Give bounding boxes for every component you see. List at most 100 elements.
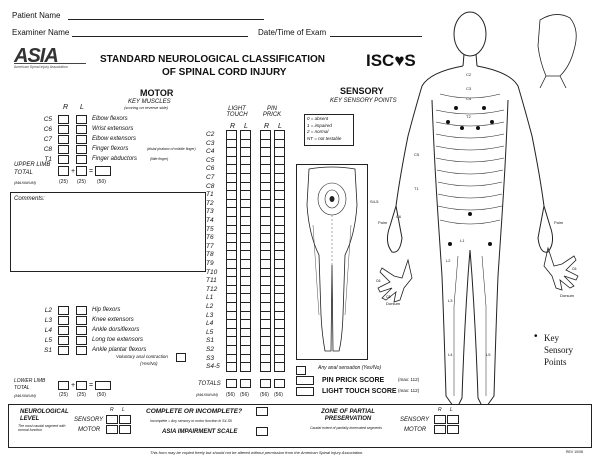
lower-total-l-box[interactable] <box>76 381 87 390</box>
motor-level-s1: S1 <box>44 347 52 354</box>
motor-score-r-t1[interactable] <box>58 155 69 164</box>
totals-pp-l-box[interactable] <box>274 379 285 388</box>
nl-col-l: L <box>122 407 125 413</box>
date-time-field[interactable] <box>330 36 422 37</box>
body-label-l3: L3 <box>448 298 453 303</box>
upper-total-l-box[interactable] <box>76 166 87 176</box>
anal-contraction-box[interactable] <box>176 353 186 362</box>
motor-score-l-t1[interactable] <box>76 155 87 164</box>
asia-logo-text: ASIA <box>14 45 59 67</box>
lower-total-sum-box[interactable] <box>95 381 111 390</box>
sensory-level-t6: T6 <box>206 234 214 242</box>
nl-sensory-l-box[interactable] <box>119 415 131 424</box>
body-label-c5: C5 <box>414 152 420 157</box>
complete-incomplete-box[interactable] <box>256 407 268 416</box>
sensory-level-s4-5: S4-5 <box>206 363 220 371</box>
motor-muscle-note: (little finger) <box>150 157 169 161</box>
form-title-line1: STANDARD NEUROLOGICAL CLASSIFICATION <box>100 54 325 65</box>
pp-col-r: R <box>264 123 270 130</box>
zpp-sensory-label: SENSORY <box>400 417 430 423</box>
comments-label: Comments: <box>14 196 45 202</box>
motor-score-l-c8[interactable] <box>76 145 87 154</box>
sensory-level-l5: L5 <box>206 328 214 336</box>
zpp-sensory-l-box[interactable] <box>447 415 459 424</box>
lower-total-r-box[interactable] <box>58 381 69 390</box>
motor-score-r-l4[interactable] <box>58 326 69 335</box>
motor-level-c8: C8 <box>43 146 52 153</box>
sensory-level-t11: T11 <box>206 277 217 285</box>
pin-prick-score-label: PIN PRICK SCORE <box>322 377 385 384</box>
totals-pp-r-box[interactable] <box>260 379 271 388</box>
pin-prick-label: PIN PRICK <box>262 106 282 118</box>
light-touch-score-box[interactable] <box>296 387 314 396</box>
body-label-c3: C3 <box>466 86 472 91</box>
asia-logo: ASIA American Spinal Injury Association <box>14 45 92 69</box>
motor-score-r-c6[interactable] <box>58 125 69 134</box>
motor-score-l-l3[interactable] <box>76 316 87 325</box>
sensory-level-c6: C6 <box>206 165 215 173</box>
motor-score-r-c7[interactable] <box>58 135 69 144</box>
motor-score-r-l2[interactable] <box>58 306 69 315</box>
motor-score-l-c7[interactable] <box>76 135 87 144</box>
upper-limb-total-max-label: (MAXIMUM) <box>14 180 36 185</box>
patient-name-field[interactable] <box>68 19 264 20</box>
lower-max-r: (25) <box>59 392 68 398</box>
comments-box[interactable]: Comments: <box>10 192 206 272</box>
motor-score-r-l5[interactable] <box>58 336 69 345</box>
motor-score-l-c5[interactable] <box>76 115 87 124</box>
motor-muscle-label: Hip flexors <box>92 307 121 313</box>
motor-score-l-l5[interactable] <box>76 336 87 345</box>
upper-limb-total-label: UPPER LIMB TOTAL <box>14 162 51 176</box>
motor-level-l5: L5 <box>44 337 52 344</box>
motor-score-r-s1[interactable] <box>58 346 69 355</box>
upper-total-r-box[interactable] <box>58 166 69 176</box>
totals-lt-l-box[interactable] <box>240 379 251 388</box>
lower-max-sum: (50) <box>97 392 106 398</box>
zpp-label: ZONE OF PARTIAL PRESERVATION <box>321 409 375 423</box>
right-hand-icon: C6 <box>543 246 579 291</box>
sensory-cell-pp-l-s4-5[interactable] <box>274 362 285 372</box>
motor-muscle-label: Finger flexors <box>92 146 129 152</box>
scoring-legend: 0 = absent 1 = impaired 2 = normal NT = … <box>304 114 354 146</box>
motor-muscle-label: Knee extensors <box>92 317 134 323</box>
motor-score-l-l2[interactable] <box>76 306 87 315</box>
motor-score-l-c6[interactable] <box>76 125 87 134</box>
zpp-motor-l-box[interactable] <box>447 425 459 434</box>
sensory-level-t8: T8 <box>206 251 214 259</box>
nl-motor-l-box[interactable] <box>119 425 131 434</box>
anal-sensation-box[interactable] <box>296 366 306 375</box>
zpp-sensory-r-box[interactable] <box>434 415 446 424</box>
sensory-level-s2: S2 <box>206 346 214 353</box>
sensory-level-t10: T10 <box>206 268 218 276</box>
body-label-l5: L5 <box>486 352 491 357</box>
zpp-motor-r-box[interactable] <box>434 425 446 434</box>
nl-sensory-r-box[interactable] <box>106 415 118 424</box>
nl-motor-r-box[interactable] <box>106 425 118 434</box>
sensory-cell-lt-r-s4-5[interactable] <box>226 362 237 372</box>
copyright-notice: This form may be copied freely but shoul… <box>150 450 364 455</box>
nl-sensory-label: SENSORY <box>74 417 104 423</box>
motor-score-r-c5[interactable] <box>58 115 69 124</box>
sensory-level-t12: T12 <box>206 285 218 293</box>
sensory-level-l4: L4 <box>206 320 214 328</box>
motor-heading: MOTOR <box>140 88 174 98</box>
equals-sign: = <box>89 168 94 175</box>
lt-col-r: R <box>230 123 236 130</box>
sensory-cell-pp-r-s4-5[interactable] <box>260 362 271 372</box>
pin-prick-score-box[interactable] <box>296 376 314 385</box>
sensory-heading: SENSORY <box>340 86 384 96</box>
sensory-cell-lt-l-s4-5[interactable] <box>240 362 251 372</box>
zpp-note: Caudal extent of partially innervated se… <box>310 426 382 430</box>
examiner-name-field[interactable] <box>72 36 248 37</box>
motor-score-r-c8[interactable] <box>58 145 69 154</box>
motor-score-r-l3[interactable] <box>58 316 69 325</box>
totals-lt-r-box[interactable] <box>226 379 237 388</box>
upper-total-sum-box[interactable] <box>95 166 111 176</box>
totals-max-lt-l: (56) <box>240 392 249 398</box>
impairment-scale-box[interactable] <box>256 427 268 436</box>
motor-score-l-s1[interactable] <box>76 346 87 355</box>
left-hand-icon: C6 C8 <box>376 258 413 303</box>
lower-limb-total-max-label: (MAXIMUM) <box>14 393 36 398</box>
patient-name-label: Patient Name <box>12 11 61 20</box>
motor-score-l-l4[interactable] <box>76 326 87 335</box>
